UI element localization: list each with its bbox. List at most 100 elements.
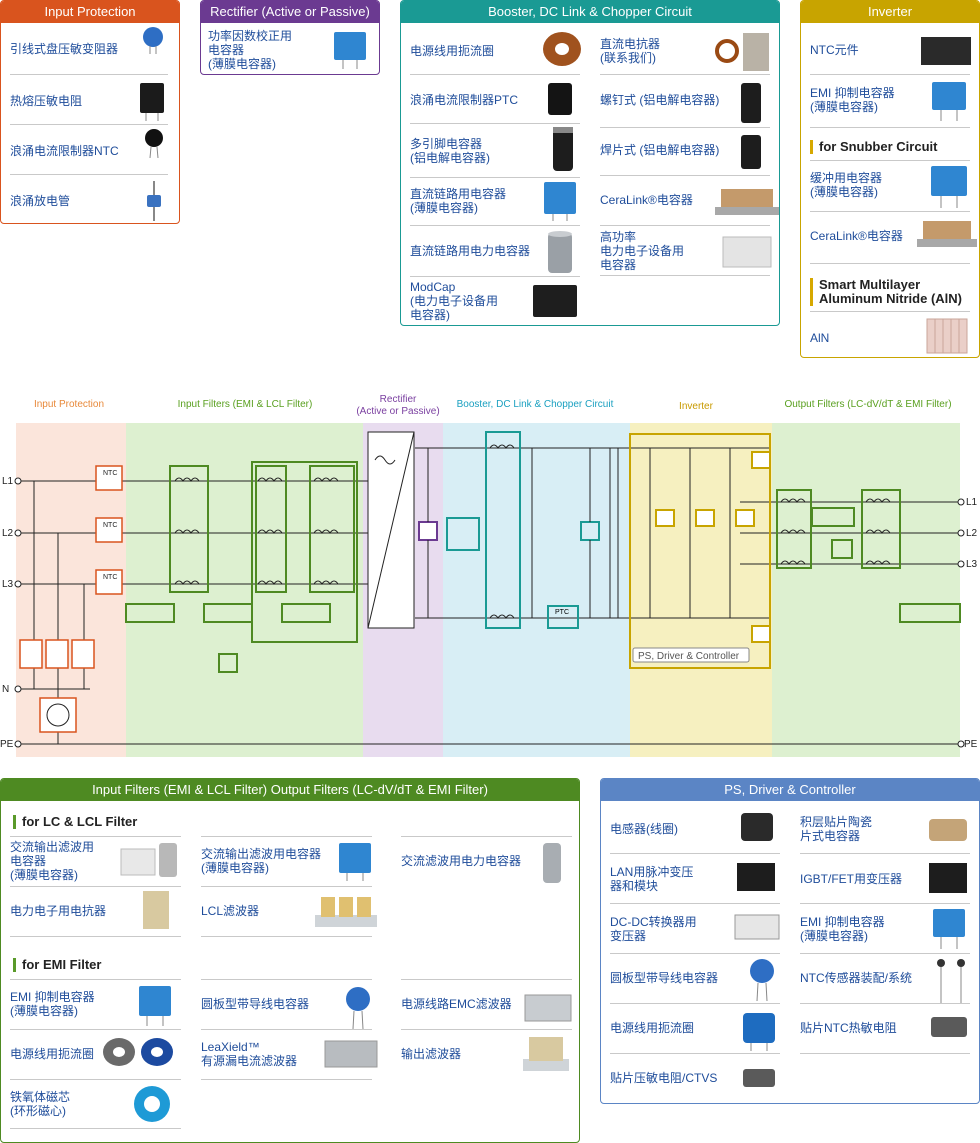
ntc-text-1: NTC	[103, 470, 117, 477]
ps-right-4[interactable]: NTC传感器装配/系统	[800, 971, 912, 985]
section-label-input-filters: Input Filters (EMI & LCL Filter)	[177, 399, 313, 410]
ps-driver-label: PS, Driver & Controller	[638, 651, 740, 662]
inv-item-2[interactable]: EMI 抑制电容器 (薄膜电容器)	[810, 86, 895, 114]
lc-item-3[interactable]: 交流滤波用电力电容器	[401, 854, 522, 868]
ps-left-4[interactable]: 圆板型带导线电容器	[610, 971, 719, 985]
inverter-panel: Inverter NTC元件 EMI 抑制电容器 (薄膜电容器) for Snu…	[800, 0, 980, 358]
ntc-sensor-icon	[937, 959, 965, 1003]
snubber-item-1[interactable]: 缓冲用电容器 (薄膜电容器)	[810, 171, 883, 199]
chip-varistor-icon	[743, 1069, 775, 1087]
wire-left-l2: L2	[2, 528, 14, 539]
high-power-cap-icon	[722, 236, 772, 268]
dc-reactor-icon	[715, 33, 769, 71]
booster-left-6[interactable]: ModCap (电力电子设备用 电容器)	[410, 280, 498, 322]
surge-arrester-icon	[147, 181, 161, 221]
leaxield-icon	[324, 1040, 378, 1068]
power-reactor-icon	[143, 891, 169, 929]
choke-cylinder-icon	[743, 1013, 775, 1051]
ps-right-3[interactable]: EMI 抑制电容器 (薄膜电容器)	[800, 915, 885, 943]
inv-item-1[interactable]: NTC元件	[810, 43, 859, 57]
section-label-inverter: Inverter	[679, 401, 713, 412]
dcdc-transformer-icon	[734, 914, 780, 940]
ps-left-3[interactable]: DC-DC转换器用 变压器	[610, 915, 697, 943]
wire-left-n: N	[2, 684, 9, 695]
lan-transformer-icon	[737, 863, 775, 891]
ip-item-4[interactable]: 浪涌放电管	[10, 194, 71, 208]
ntc-block-1	[95, 465, 123, 595]
choke-toroid-icon	[103, 1038, 173, 1066]
ac-filter-cap-icon	[120, 843, 177, 877]
emi-item-6[interactable]: 输出滤波器	[401, 1047, 462, 1061]
ps-left-2[interactable]: LAN用脉冲变压 器和模块	[610, 865, 694, 893]
electrolytic-cap-icon	[553, 127, 573, 171]
emi-film-cap-icon	[139, 986, 171, 1026]
ip-item-3[interactable]: 浪涌电流限制器NTC	[10, 144, 119, 158]
ntc-disc-icon	[145, 129, 163, 158]
lc-item-4[interactable]: 电力电子用电抗器	[10, 904, 107, 918]
lc-item-1[interactable]: 交流输出滤波用 电容器 (薄膜电容器)	[10, 840, 95, 882]
snubber-title: for Snubber Circuit	[810, 140, 937, 154]
section-label-output-filters: Output Filters (LC-dV/dT & EMI Filter)	[784, 399, 952, 410]
ps-title: PS, Driver & Controller	[601, 779, 979, 801]
emi-item-3[interactable]: 电源线路EMC滤波器	[401, 997, 512, 1011]
snubber-cap-icon	[931, 166, 967, 208]
ntc-text-2: NTC	[103, 522, 117, 529]
wire-left-l3: L3	[2, 579, 14, 590]
booster-right-3[interactable]: 焊片式 (铝电解电容器)	[600, 143, 720, 157]
rect-item-1[interactable]: 功率因数校正用 电容器 (薄膜电容器)	[208, 29, 293, 71]
ps-left-1[interactable]: 电感器(线圈)	[610, 822, 678, 836]
output-filter-icon	[523, 1037, 569, 1071]
booster-left-5[interactable]: 直流链路用电力电容器	[410, 244, 531, 258]
ptc-text: PTC	[555, 609, 569, 616]
wire-left-pe: PE	[0, 739, 14, 750]
emi-item-4[interactable]: 电源线用扼流圈	[10, 1047, 95, 1061]
ip-item-2[interactable]: 热熔压敏电阻	[10, 94, 83, 108]
filters-title: Input Filters (EMI & LCL Filter) Output …	[1, 779, 579, 801]
booster-right-5[interactable]: 高功率 电力电子设备用 电容器	[600, 230, 685, 272]
section-label-input-protection: Input Protection	[33, 399, 105, 410]
ferrite-core-icon	[134, 1086, 170, 1122]
ps-left-5[interactable]: 电源线用扼流圈	[610, 1021, 695, 1035]
emi-item-1[interactable]: EMI 抑制电容器 (薄膜电容器)	[10, 990, 95, 1018]
input-protection-panel: Input Protection 引线式盘压敏变阻器 热熔压敏电阻 浪涌电流限制…	[0, 0, 180, 224]
emi-item-7[interactable]: 铁氧体磁芯 (环形磁心)	[10, 1090, 71, 1118]
input-protection-title: Input Protection	[1, 1, 179, 23]
snap-in-cap-icon	[741, 135, 761, 169]
ps-right-5[interactable]: 贴片NTC热敏电阻	[800, 1021, 897, 1035]
snubber-item-2[interactable]: CeraLink®电容器	[810, 229, 903, 243]
booster-right-4[interactable]: CeraLink®电容器	[600, 193, 693, 207]
booster-right-1[interactable]: 直流电抗器 (联系我们)	[600, 37, 661, 65]
ceralink-icon	[715, 189, 779, 215]
emi-item-2[interactable]: 圆板型带导线电容器	[201, 997, 310, 1011]
ac-film-cap-icon	[339, 843, 371, 881]
booster-panel: Booster, DC Link & Chopper Circuit 电源线用扼…	[400, 0, 780, 326]
ntc-element-icon	[921, 37, 971, 65]
booster-left-1[interactable]: 电源线用扼流圈	[410, 44, 495, 58]
inductor-icon	[741, 813, 773, 841]
power-cap-can-icon	[548, 231, 572, 273]
section-label-booster: Booster, DC Link & Chopper Circuit	[456, 399, 614, 410]
toroid-choke-icon	[543, 32, 581, 66]
lc-item-5[interactable]: LCL滤波器	[201, 904, 260, 918]
chip-ntc-icon	[931, 1017, 967, 1037]
booster-left-2[interactable]: 浪涌电流限制器PTC	[410, 93, 519, 107]
ps-left-6[interactable]: 贴片压敏电阻/CTVS	[610, 1071, 718, 1085]
booster-right-2[interactable]: 螺钉式 (铝电解电容器)	[600, 93, 720, 107]
ps-right-1[interactable]: 积层贴片陶瓷 片式电容器	[800, 815, 873, 843]
disc-varistor-icon	[143, 27, 163, 54]
disc-cap-icon	[346, 987, 370, 1029]
wire-right-l1: L1	[966, 497, 978, 508]
lc-title: for LC & LCL Filter	[13, 815, 137, 829]
section-label-rectifier: Rectifier (Active or Passive)	[356, 394, 440, 417]
disc-lead-cap-icon	[750, 959, 774, 1001]
ps-right-2[interactable]: IGBT/FET用变压器	[800, 872, 903, 886]
booster-left-4[interactable]: 直流链路用电容器 (薄膜电容器)	[410, 187, 507, 215]
screw-cap-icon	[741, 83, 761, 123]
lc-item-2[interactable]: 交流输出滤波用电容器 (薄膜电容器)	[201, 847, 322, 875]
aln-item-1[interactable]: AlN	[810, 331, 830, 345]
booster-left-3[interactable]: 多引脚电容器 (铝电解电容器)	[410, 137, 490, 165]
emi-item-5[interactable]: LeaXield™ 有源漏电流滤波器	[201, 1040, 298, 1068]
ceralink-snubber-icon	[917, 221, 977, 247]
ip-item-1[interactable]: 引线式盘压敏变阻器	[10, 42, 119, 56]
emc-filter-icon	[524, 994, 572, 1022]
